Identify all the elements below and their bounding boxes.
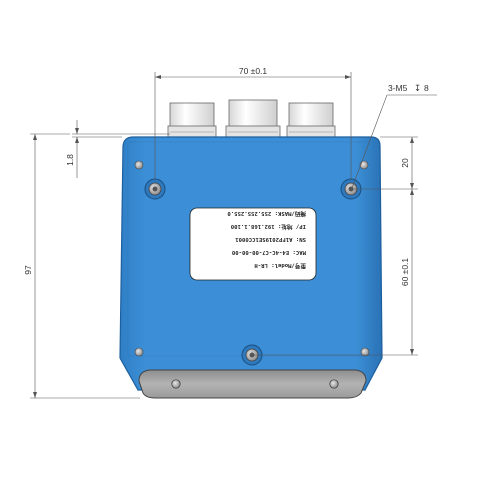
dimension-offset-small: 1.8 xyxy=(65,120,170,178)
label-line-2: MAC: E4-4C-C7-00-00-00 xyxy=(231,249,306,255)
dim-width-text: 70 ±0.1 xyxy=(239,66,268,76)
dim-offset-right-text: 20 xyxy=(400,158,410,168)
connector-left xyxy=(167,102,217,139)
dimension-width-top: 70 ±0.1 xyxy=(154,66,352,180)
corner-screw-bottom-right xyxy=(360,347,370,357)
thread-depth-symbol: ↧ xyxy=(414,83,421,93)
product-label: 型号/Model: LR-H MAC: E4-4C-C7-00-00-00 SN… xyxy=(189,207,317,281)
connector-middle xyxy=(225,99,281,139)
thread-callout-text: 3-M5 xyxy=(388,83,408,93)
corner-screw-top-right xyxy=(359,160,369,170)
thread-depth-text: 8 xyxy=(424,83,429,93)
label-line-4: IP/ 地址: 192.168.1.100 xyxy=(230,223,306,231)
bumper-screw-right xyxy=(329,379,339,389)
dimension-thread-callout: 3-M5 ↧ 8 xyxy=(351,83,437,189)
dim-offset-small-text: 1.8 xyxy=(65,154,75,166)
bumper-screw-left xyxy=(171,379,181,389)
label-line-3: SN: A1FP2019SE1CC0001 xyxy=(235,236,306,242)
dimension-height-total: 97 xyxy=(23,133,140,399)
dim-height-text: 97 xyxy=(23,265,33,275)
corner-screw-bottom-left xyxy=(134,347,144,357)
dimension-offset-right-top: 20 xyxy=(351,136,418,190)
bottom-bumper xyxy=(138,369,367,399)
label-line-1: 型号/Model: LR-H xyxy=(254,262,306,270)
dimension-spacing-right: 60 ±0.1 xyxy=(252,189,418,356)
label-line-5: 掩码/MASK: 255.255.255.0 xyxy=(227,210,306,218)
corner-screw-top-left xyxy=(134,160,144,170)
connector-right xyxy=(286,102,336,139)
dim-spacing-right-text: 60 ±0.1 xyxy=(400,258,410,287)
mounting-hole-top-left xyxy=(144,178,166,200)
